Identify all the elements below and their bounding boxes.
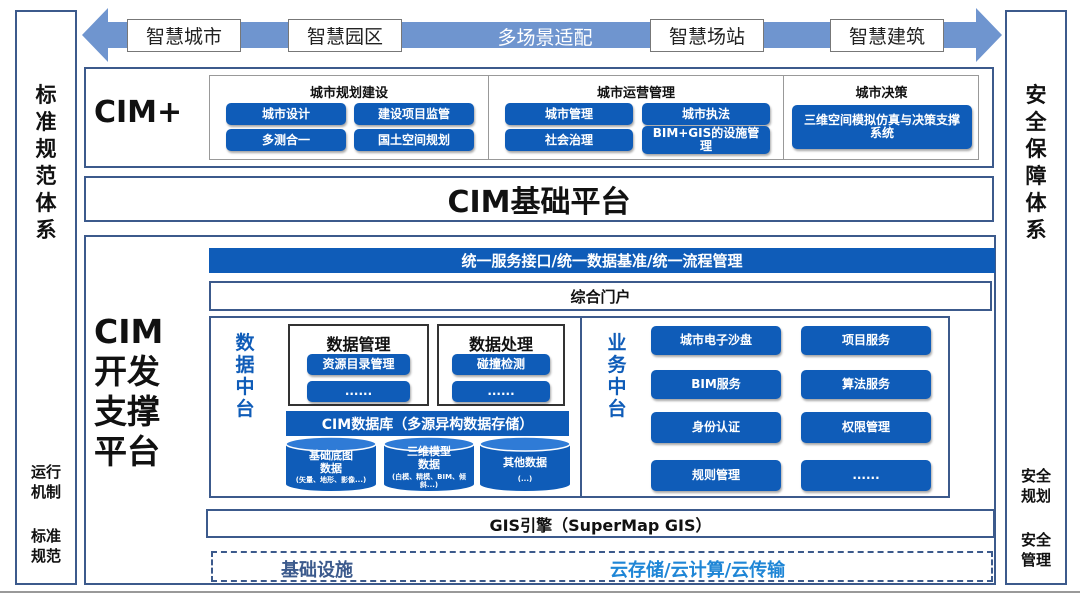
cylinder-other-title: 其他数据 <box>503 456 547 469</box>
infrastructure-bar <box>211 551 993 582</box>
arrow-center-label: 多场景适配 <box>497 26 593 49</box>
group-title-planning: 城市规划建设 <box>309 86 388 101</box>
right-security-frame <box>1005 10 1067 585</box>
group-divider-2 <box>783 75 784 160</box>
scenario-smart-park: 智慧园区 <box>288 19 402 52</box>
business-center-frame <box>580 316 950 498</box>
cim-database-bar: CIM数据库（多源异构数据存储） <box>286 411 569 436</box>
business-center-label: 业 务 中 台 <box>607 332 627 420</box>
cim-base-platform: CIM基础平台 <box>84 176 994 222</box>
cylinder-3d-model-title: 三维模型 数据 <box>407 445 451 471</box>
scenario-smart-city: 智慧城市 <box>127 19 241 52</box>
app-bim-gis-facility: BIM+GIS的设施管理 <box>642 126 770 154</box>
scenario-arrow <box>82 8 1002 62</box>
data-management-title: 数据管理 <box>326 335 391 354</box>
cylinder-3d-model <box>383 436 475 491</box>
service-identity-auth: 身份认证 <box>651 412 781 443</box>
scenario-smart-building: 智慧建筑 <box>830 19 944 52</box>
collision-detection: 碰撞检测 <box>452 354 550 375</box>
cylinder-other <box>479 436 571 491</box>
right-security-planning: 安全 规划 <box>1020 467 1051 505</box>
gis-engine-bar: GIS引擎（SuperMap GIS） <box>206 509 995 538</box>
cim-dev-platform-label: CIM 开发 支撑 平台 <box>94 312 164 471</box>
resource-catalog-management: 资源目录管理 <box>307 354 410 375</box>
data-processing-more: ...... <box>452 381 550 402</box>
right-security-management: 安全 管理 <box>1020 531 1051 569</box>
cylinder-base-map-sub: (矢量、地形、影像...) <box>295 476 367 484</box>
service-bim: BIM服务 <box>651 370 781 399</box>
infrastructure-label: 基础设施 <box>281 560 353 581</box>
app-construction-supervision: 建设项目监管 <box>354 103 474 125</box>
app-city-law-enforcement: 城市执法 <box>642 103 770 125</box>
app-social-governance: 社会治理 <box>505 129 633 151</box>
service-permission: 权限管理 <box>801 412 931 443</box>
cylinder-other-sub: (...) <box>517 475 533 483</box>
cylinder-base-map <box>285 436 377 491</box>
service-algorithm: 算法服务 <box>801 370 931 399</box>
data-management-box <box>288 324 429 406</box>
app-territorial-planning: 国土空间规划 <box>354 129 474 151</box>
data-processing-box <box>437 324 565 406</box>
bottom-divider <box>0 591 1080 593</box>
service-rule-management: 规则管理 <box>651 460 781 491</box>
cim-plus-label: CIM+ <box>94 95 183 130</box>
group-divider-1 <box>488 75 489 160</box>
service-project: 项目服务 <box>801 326 931 355</box>
left-operation-mechanism: 运行 机制 <box>30 463 61 501</box>
app-3d-simulation-decision: 三维空间模拟仿真与决策支撑系统 <box>792 105 972 149</box>
group-title-decision: 城市决策 <box>855 86 908 101</box>
data-processing-title: 数据处理 <box>468 335 533 354</box>
app-urban-design: 城市设计 <box>226 103 346 125</box>
app-city-management: 城市管理 <box>505 103 633 125</box>
unified-interface-bar: 统一服务接口/统一数据基准/统一流程管理 <box>209 248 995 273</box>
group-title-operation: 城市运营管理 <box>596 86 675 101</box>
integrated-portal: 综合门户 <box>209 281 992 311</box>
data-center-label: 数 据 中 台 <box>235 332 255 420</box>
scenario-smart-station: 智慧场站 <box>650 19 764 52</box>
data-management-more: ...... <box>307 381 410 402</box>
left-standards-title: 标 准 规 范 体 系 <box>35 83 57 242</box>
left-standard-spec: 标准 规范 <box>30 527 61 565</box>
cylinder-base-map-title: 基础底图 数据 <box>309 449 353 475</box>
app-multi-survey: 多测合一 <box>226 129 346 151</box>
left-standards-frame <box>15 10 77 585</box>
service-city-sandbox: 城市电子沙盘 <box>651 326 781 355</box>
cloud-services-label: 云存储/云计算/云传输 <box>610 560 786 581</box>
cim-plus-apps-frame <box>209 75 979 160</box>
database-cylinders <box>285 436 571 491</box>
service-more: ...... <box>801 460 931 491</box>
right-security-title: 安 全 保 障 体 系 <box>1025 83 1047 242</box>
cylinder-3d-model-sub: (白模、精模、BIM、倾斜...) <box>391 473 467 489</box>
